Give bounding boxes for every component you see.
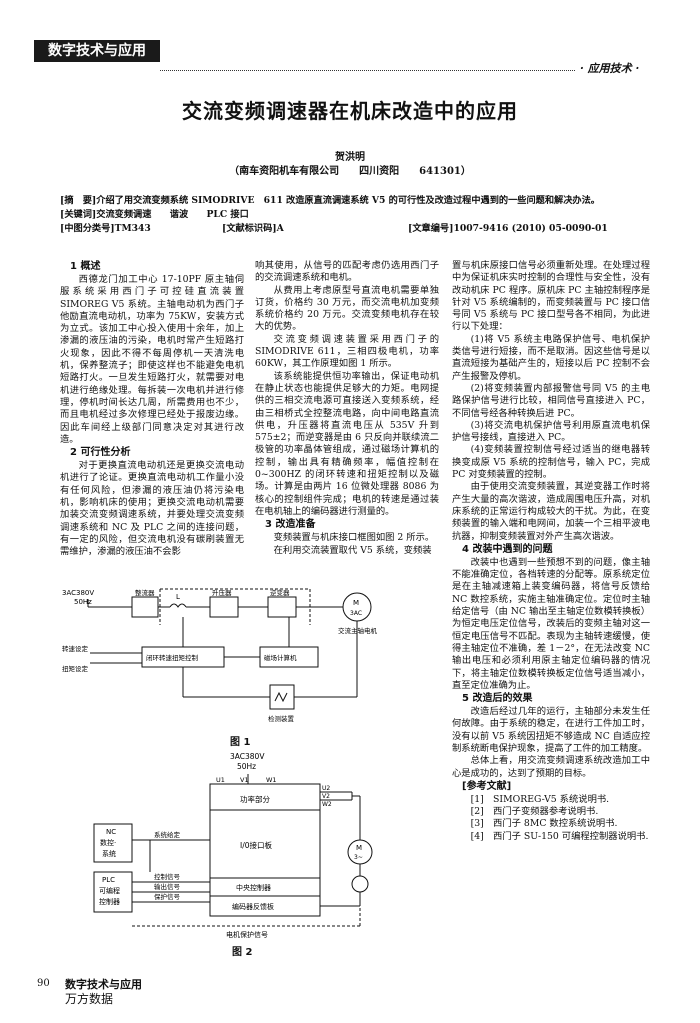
paragraph: 改装中也遇到一些预想不到的问题，像主轴不能准确定位，各档转速的分配等。原系统定位… xyxy=(452,556,650,691)
figure-1: 3AC380V 50Hz 整流器 L 升压器 逆变器 M 3AC 交流主轴电机 … xyxy=(60,585,444,727)
section-heading: 2 可行性分析 xyxy=(70,447,131,459)
fig1-freq-label: 50Hz xyxy=(74,598,92,606)
figure-2-caption: 图 2 xyxy=(232,947,253,958)
fig1-torque-set: 扭矩设定 xyxy=(62,664,89,673)
paragraph: 置与机床原接口信号必须重新处理。在处理过程中为保证机床实时控制的合理性与安全性，… xyxy=(452,260,650,333)
clc-number: [中图分类号]TM343 xyxy=(60,223,151,234)
drive-outer-box xyxy=(209,783,321,917)
booster-box xyxy=(209,596,239,618)
fig2-nc-line3: 系统 xyxy=(102,849,116,858)
reference-item: [4] 西门子 SU-150 可编程控制器说明书. xyxy=(470,830,649,842)
fig2-v1: V1 xyxy=(240,776,249,784)
fig2-power-label: 功率部分 xyxy=(240,794,270,804)
fig2-motor-3: 3~ xyxy=(354,854,363,861)
fig1-supply-label: 3AC380V xyxy=(62,589,94,597)
column-2: 响其使用，从信号的匹配考虑仍选用西门子的交流调速系统和电机。从费用上考虑原型号直… xyxy=(255,260,439,557)
fig2-plc-line2: 可编程 xyxy=(99,886,120,895)
journal-tag: 数字技术与应用 xyxy=(34,40,160,62)
section-heading: 3 改造准备 xyxy=(265,519,316,531)
fig2-io-label: I/0接口板 xyxy=(240,840,273,850)
fig2-ctrl-sig: 控制信号 xyxy=(154,872,181,881)
fig1-rectifier-label: 整流器 xyxy=(135,588,155,597)
paragraph: 总体上看，用交流变频调速系统改造加工中心是成功的，达到了预期的目标。 xyxy=(452,755,650,779)
header-rule xyxy=(160,70,575,71)
fig2-u2: U2 xyxy=(322,785,330,792)
inverter-box xyxy=(267,596,297,618)
section-heading: 4 改装中遇到的问题 xyxy=(462,543,553,555)
reference-item: [3] 西门子 8MC 数控系统说明书. xyxy=(470,818,618,830)
reference-item: [2] 西门子变频器参考说明书. xyxy=(470,806,599,818)
affiliation: （南车资阳机车有限公司 四川资阳 641301） xyxy=(229,166,471,177)
paragraph: 该系统能提供恒功率输出，保证电动机在静止状态也能提供足够大的力矩。电网提供的三相… xyxy=(255,370,439,517)
fig2-w1: W1 xyxy=(266,776,277,784)
fig1-speed-set: 转速设定 xyxy=(62,644,89,653)
fig2-nc-line2: 数控· xyxy=(100,838,116,847)
reference-item: [1] SIMOREG-V5 系统说明书. xyxy=(470,793,610,805)
abstract: [摘 要]介绍了用交流变频系统 SIMODRIVE 611 改造原直流调速系统 … xyxy=(60,195,600,206)
fig1-motor-label: 交流主轴电机 xyxy=(338,626,378,635)
keywords: [关键词]交流变频调速 谐波 PLC 接口 xyxy=(60,209,249,220)
paragraph: 对于更换直流电动机还是更换交流电动机进行了论证。更换直流电动机工作量小没有任何风… xyxy=(60,460,244,558)
paragraph: (1)将 V5 系统主电路保护信号、电机保护类信号进行短接，而不是取消。因这些信… xyxy=(452,333,650,382)
paragraph: 在利用交流装置取代 V5 系统，变频装 xyxy=(273,544,432,556)
fig1-field-calc: 磁场计算机 xyxy=(264,653,297,662)
column-1: 1 概述西德龙门加工中心 17-10PF 原主轴伺服系统采用西门子可控硅直流装置… xyxy=(60,260,244,559)
fig2-plc-line1: PLC xyxy=(102,876,115,884)
fig2-v2: V2 xyxy=(322,793,330,800)
fig1-booster-label: 升压器 xyxy=(212,588,232,597)
section-heading: 5 改造后的效果 xyxy=(462,693,533,705)
figure-1-caption: 图 1 xyxy=(230,737,251,748)
paragraph: 从费用上考虑原型号直流电机需要单独订货，价格约 30 万元，而交流电机加变频系统… xyxy=(255,284,439,333)
paragraph: 响其使用，从信号的匹配考虑仍选用西门子的交流调速系统和电机。 xyxy=(255,260,439,284)
paragraph: 由于使用交流变频装置，其逆变器工作时将产生大量的高次谐波，造成周围电压升高，对机… xyxy=(452,481,650,542)
fig2-encoder-circle xyxy=(351,875,369,893)
paragraph: 西德龙门加工中心 17-10PF 原主轴伺服系统采用西门子可控硅直流装置 SIM… xyxy=(60,274,244,445)
fig2-out-sig: 输出信号 xyxy=(154,882,181,891)
paragraph: 改造后经过几年的运行，主轴部分未发生任何故障。由于系统的稳定，在进行工件加工时，… xyxy=(452,706,650,754)
figure-2: 3AC380V 50Hz U1 V1 W1 U2 V2 W2 功率部分 NC 数… xyxy=(90,750,420,940)
paragraph: (4)变频装置控制信号经过适当的继电器转换变成原 V5 系统的控制信号，输入 P… xyxy=(452,444,650,481)
footer-journal: 数字技术与应用 xyxy=(65,978,142,991)
fig2-enc-label: 编码器反馈板 xyxy=(232,902,274,911)
fig2-cpu-label: 中央控制器 xyxy=(236,883,271,892)
footer-watermark: 万方数据 xyxy=(65,992,114,1006)
author: 贺洪明 xyxy=(335,152,365,163)
fig1-reactor-label: L xyxy=(176,593,180,601)
doc-code: [文献标识码]A xyxy=(222,223,284,234)
paragraph: (2)将变频装置内部报警信号同 V5 的主电路保护信号进行比较，相同信号直接进入… xyxy=(452,382,650,419)
fig2-w2: W2 xyxy=(322,801,332,808)
fig1-motor-m: M xyxy=(353,599,359,607)
fig1-meas-label: 检测装置 xyxy=(268,714,295,723)
fig2-plc-line3: 控制器 xyxy=(99,897,120,906)
fig1-inverter-label: 逆变器 xyxy=(270,588,290,597)
fig2-motor-m: M xyxy=(356,844,362,852)
column-3: 置与机床原接口信号必须重新处理。在处理过程中为保证机床实时控制的合理性与安全性，… xyxy=(452,260,650,843)
fig2-nc-line1: NC xyxy=(106,828,116,836)
fig2-prot-sig: 保护信号 xyxy=(154,892,181,901)
figure-1-diagram: 3AC380V 50Hz 整流器 L 升压器 逆变器 M 3AC 交流主轴电机 … xyxy=(62,588,378,723)
article-number: [文章编号]1007-9416 (2010) 05-0090-01 xyxy=(408,223,608,234)
section-heading: 1 概述 xyxy=(70,261,101,272)
fig2-motor-prot: 电机保护信号 xyxy=(226,930,268,939)
fig2-freq-label: 50Hz xyxy=(237,762,256,771)
fig2-supply-label: 3AC380V xyxy=(230,752,265,761)
fig1-motor-ac: 3AC xyxy=(350,610,362,617)
paragraph: 变频装置与机床接口框图如图 2 所示。 xyxy=(273,532,435,544)
section-heading: [参考文献] xyxy=(462,780,512,792)
paragraph: 交流变频调速装置采用西门子的 SIMODRIVE 611，三相四极电机，功率 6… xyxy=(255,333,439,370)
article-title: 交流变频调速器在机床改造中的应用 xyxy=(182,99,518,123)
meas-box xyxy=(269,684,295,710)
page-number: 90 xyxy=(37,978,50,989)
fig1-closed-loop: 闭环转速扭矩控制 xyxy=(146,653,199,662)
nc-box xyxy=(93,823,133,863)
fig2-sys-given: 系统给定 xyxy=(154,830,181,839)
paragraph: (3)将交流电机保护信号利用原直流电机保护信号接线，直接进入 PC。 xyxy=(452,419,650,444)
section-label: · 应用技术 · xyxy=(580,62,640,75)
rectifier-box xyxy=(131,596,159,618)
figure-2-diagram: 3AC380V 50Hz U1 V1 W1 U2 V2 W2 功率部分 NC 数… xyxy=(93,752,373,939)
fig2-u1: U1 xyxy=(216,776,225,784)
